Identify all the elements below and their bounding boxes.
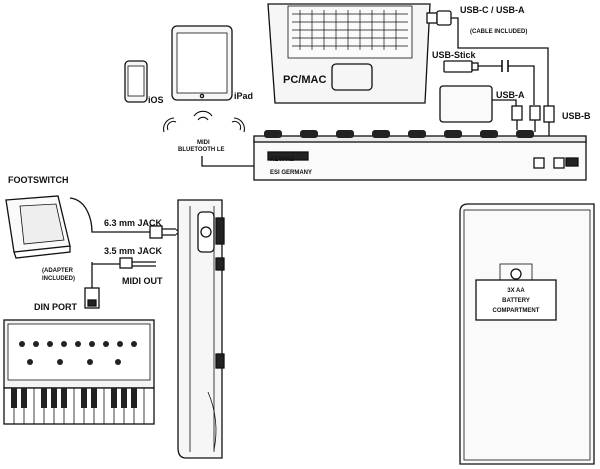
battery-label-line3: COMPARTMENT: [493, 308, 540, 314]
phone-icon: [124, 60, 148, 103]
bluetooth-le-label: BLUETOOTH LE: [178, 147, 225, 153]
adapter-label-line2: INCLUDED): [42, 276, 75, 282]
cable-included-label: (CABLE INCLUDED): [470, 29, 527, 35]
battery-compartment-icon: [459, 203, 595, 465]
footswitch-pedal-icon: [5, 195, 150, 259]
bluetooth-wave-icon: [163, 110, 245, 133]
din-plug-icon: [84, 287, 100, 309]
battery-label-line1: 3X AA: [507, 288, 525, 294]
jack-35-label: 3.5 mm JACK: [104, 246, 163, 256]
usb-stick-icon: [443, 60, 535, 105]
jack-63-label: 6.3 mm JACK: [104, 218, 163, 228]
laptop-icon: [267, 3, 431, 104]
footswitch-label: FOOTSWITCH: [8, 175, 69, 185]
controller-device-icon: [253, 130, 587, 181]
midi-out-label: MIDI OUT: [122, 276, 163, 286]
battery-label-line2: BATTERY: [502, 298, 530, 304]
usb-stick-label: USB-Stick: [432, 50, 477, 60]
adapter-label-line1: (ADAPTER: [42, 268, 74, 274]
synthesizer-icon: [3, 319, 155, 425]
pc-mac-label: PC/MAC: [283, 74, 326, 86]
usb-c-usb-a-label: USB-C / USB-A: [460, 5, 525, 15]
usb-plug-icon: [511, 105, 555, 136]
controller-side-view-icon: [177, 199, 225, 459]
device-brand-label: KEYPAD: [270, 157, 295, 163]
ios-label: iOS: [148, 95, 164, 105]
midi-label: MIDI: [197, 140, 210, 146]
usb-b-label: USB-B: [562, 111, 591, 121]
ipad-label: iPad: [234, 91, 253, 101]
device-maker-label: ESI GERMANY: [270, 170, 312, 176]
din-port-label: DIN PORT: [34, 302, 78, 312]
tablet-icon: [171, 25, 233, 101]
power-bank-icon: [439, 85, 517, 123]
usb-a-label: USB-A: [496, 90, 525, 100]
